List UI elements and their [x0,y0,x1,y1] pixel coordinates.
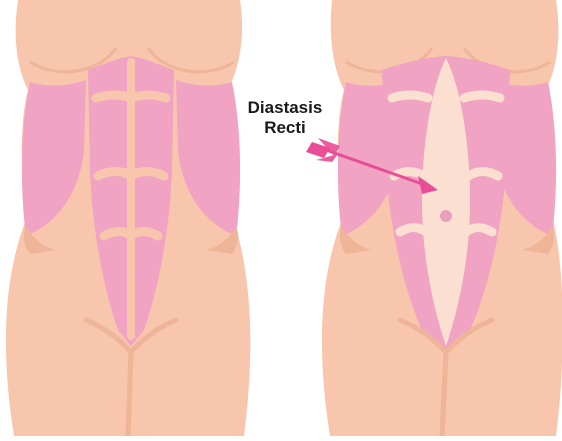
torso-diastasis [322,0,562,436]
diastasis-recti-label: Diastasis Recti [226,98,344,138]
label-line-1: Diastasis [226,98,344,118]
torso-normal [6,0,250,436]
label-line-2: Recti [226,118,344,138]
navel-icon [440,210,452,222]
